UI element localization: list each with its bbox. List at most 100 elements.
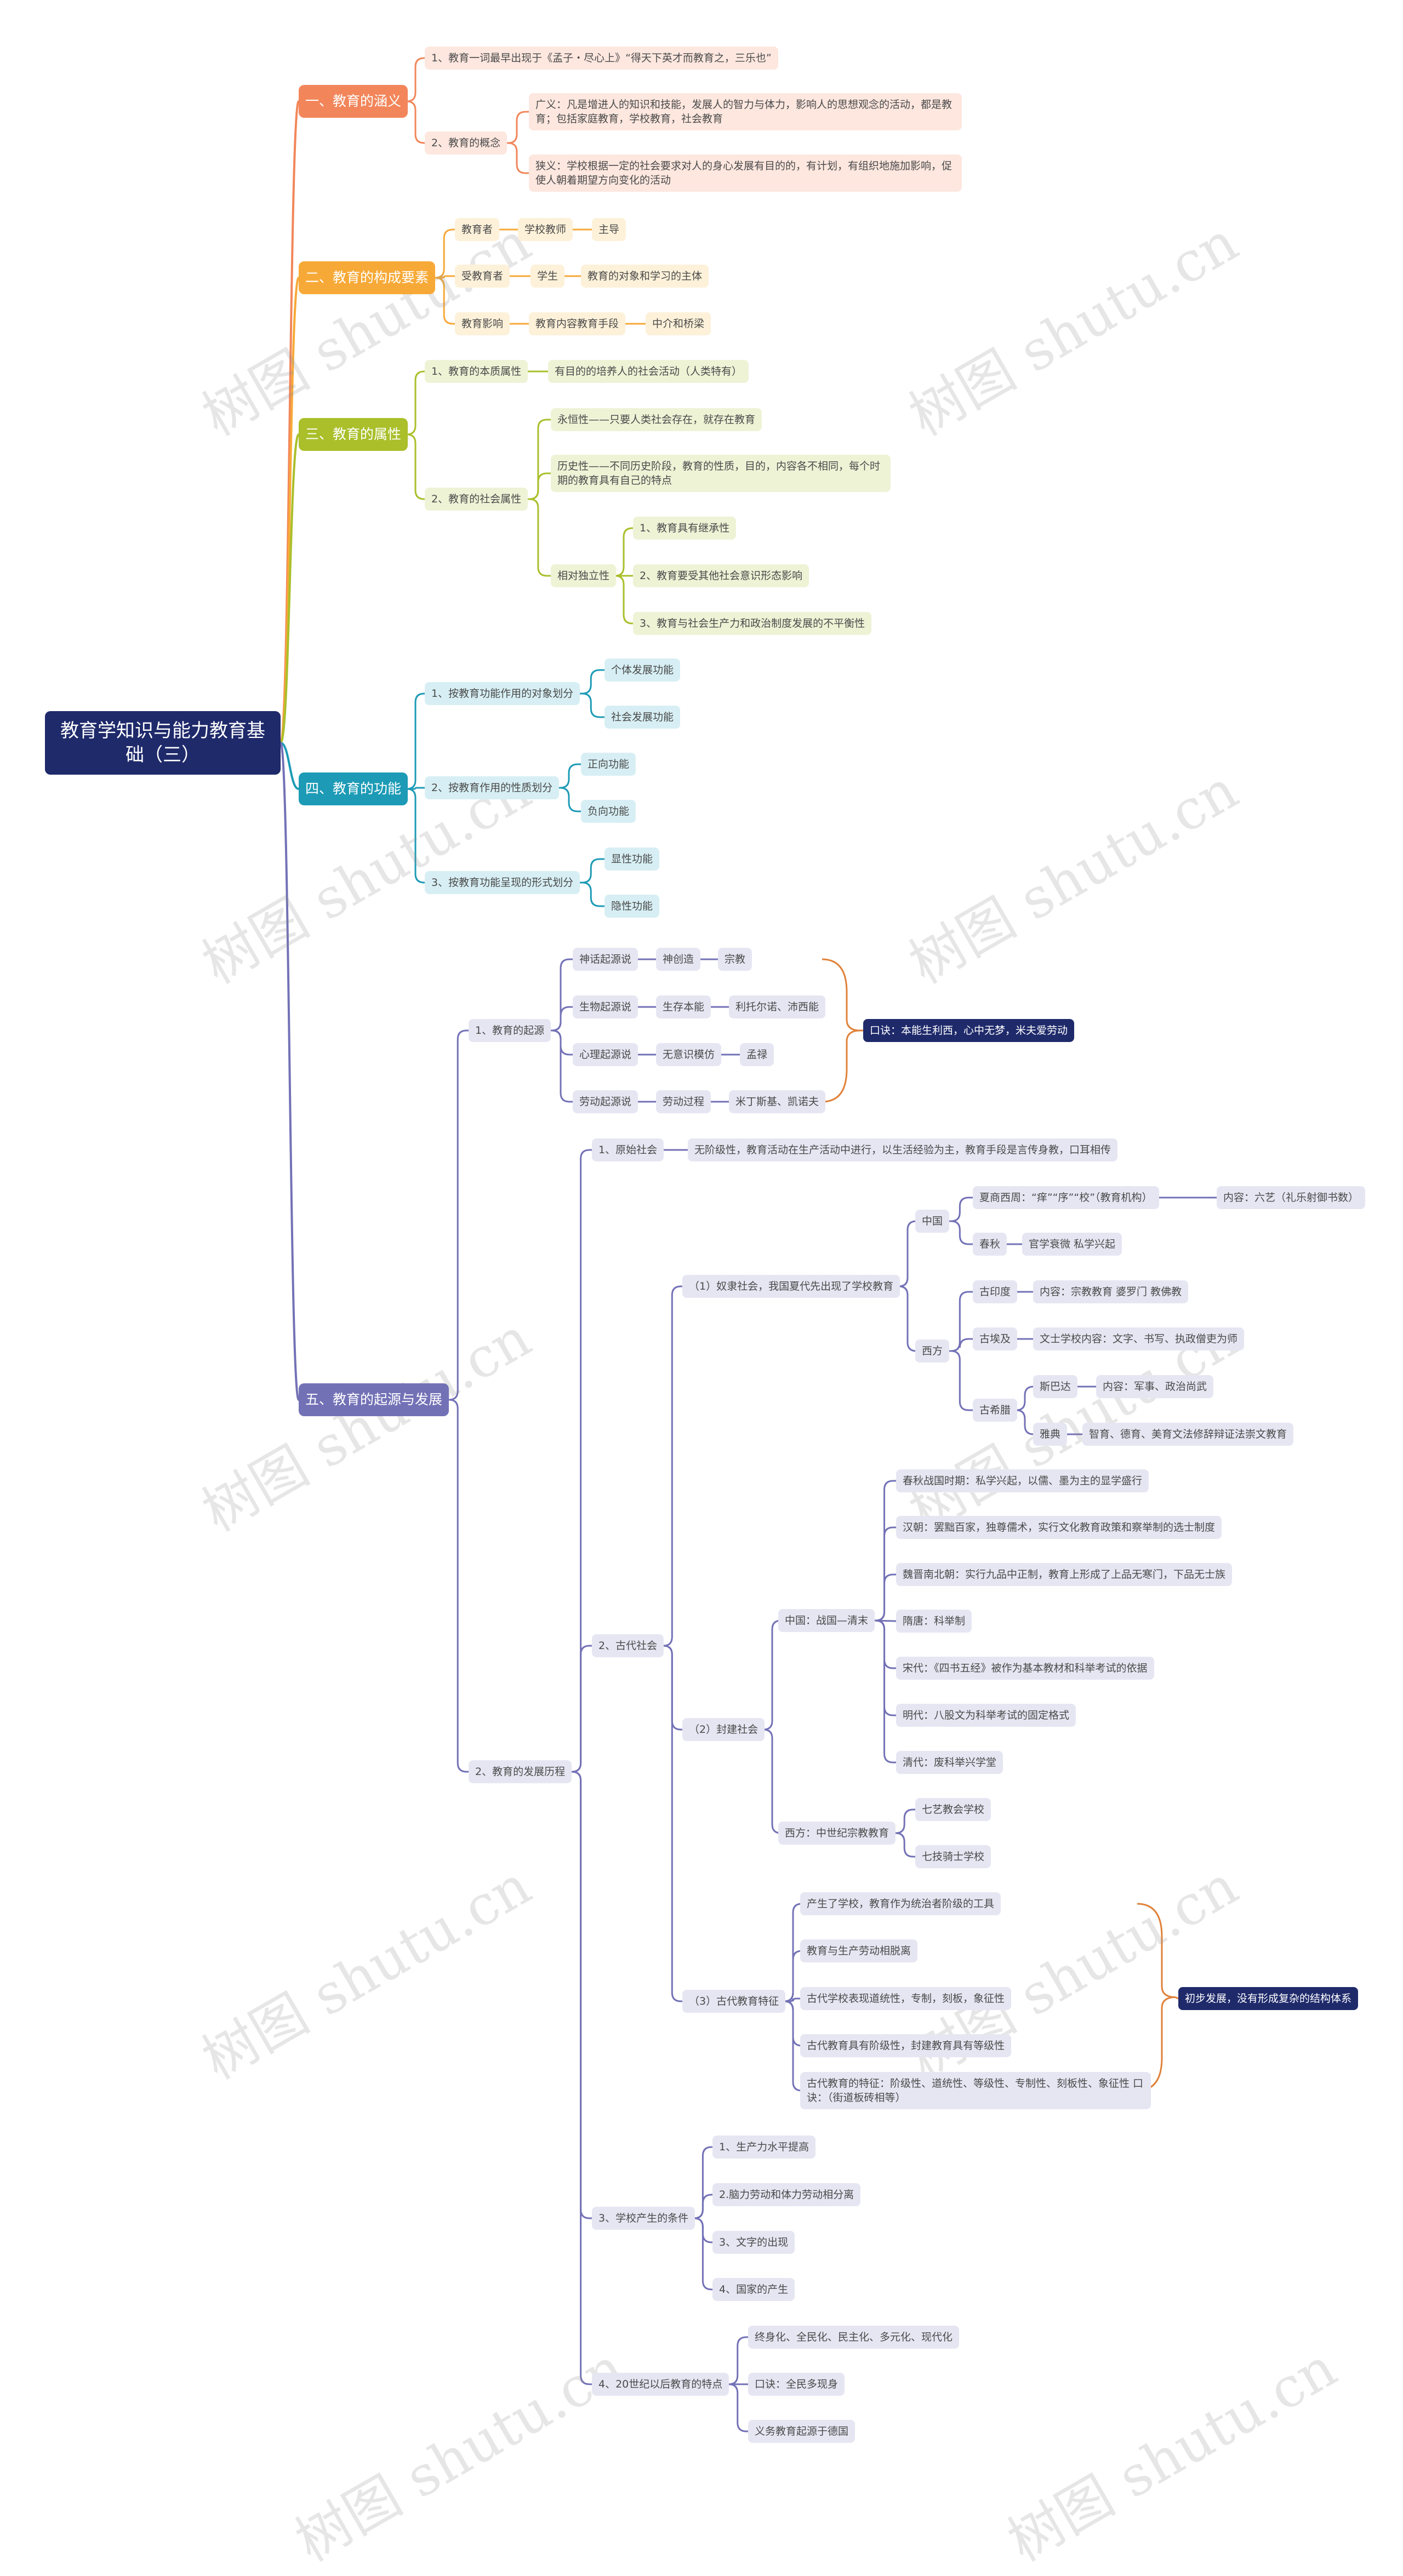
topic-feature-orthodoxy[interactable]: 古代学校表现道统性，专制，刻板，象征性 (800, 1987, 1012, 2010)
topic-productivity[interactable]: 1、生产力水平提高 (712, 2136, 816, 2159)
topic-six-arts[interactable]: 内容：六艺（礼乐射御书数） (1217, 1186, 1366, 1209)
topic-by-object[interactable]: 1、按教育功能作用的对象划分 (425, 682, 580, 705)
topic-xia-shang-zhou[interactable]: 夏商西周：“痒”“序”“校”（教育机构） (973, 1186, 1159, 1209)
topic-origin-of-word[interactable]: 1、教育一词最早出现于《孟子・尽心上》“得天下英才而教育之，三乐也” (425, 47, 778, 70)
topic-school-teacher[interactable]: 学校教师 (518, 218, 573, 241)
topic-concept[interactable]: 2、教育的概念 (425, 131, 507, 154)
topic-content-means[interactable]: 教育内容教育手段 (529, 312, 626, 335)
branch-attributes[interactable]: 三、教育的属性 (299, 418, 408, 451)
topic-letourneau-nunn[interactable]: 利托尔诺、沛西能 (729, 995, 826, 1018)
topic-survival-instinct[interactable]: 生存本能 (656, 995, 711, 1018)
topic-broad-sense[interactable]: 广义：凡是增进人的知识和技能，发展人的智力与体力，影响人的思想观念的活动，都是教… (529, 93, 962, 130)
topic-athens-content[interactable]: 智育、德育、美育文法修辞辩证法崇文教育 (1082, 1423, 1294, 1446)
topic-sui-tang[interactable]: 隋唐：科举制 (896, 1610, 972, 1633)
topic-by-form[interactable]: 3、按教育功能呈现的形式划分 (425, 871, 580, 894)
topic-social-development[interactable]: 社会发展功能 (604, 706, 681, 729)
topic-han-dynasty[interactable]: 汉朝：罢黜百家，独尊儒术，实行文化教育政策和察举制的选士制度 (896, 1516, 1222, 1539)
topic-primitive-society[interactable]: 1、原始社会 (592, 1138, 664, 1161)
mnemonic-origin[interactable]: 口诀：本能生利西，心中无梦，米夫爱劳动 (863, 1019, 1075, 1042)
topic-warring-states[interactable]: 春秋战国时期：私学兴起，以儒、墨为主的显学盛行 (896, 1469, 1149, 1492)
topic-development[interactable]: 2、教育的发展历程 (469, 1760, 572, 1783)
topic-ancient-features[interactable]: （3）古代教育特征 (682, 1990, 786, 2013)
connector (784, 1950, 802, 2002)
topic-social-attribute[interactable]: 2、教育的社会属性 (425, 488, 528, 511)
topic-feature-class[interactable]: 古代教育具有阶级性，封建教育具有等级性 (800, 2034, 1012, 2057)
topic-ancient-greece[interactable]: 古希腊 (973, 1399, 1018, 1422)
topic-qing-dynasty[interactable]: 清代：废科举兴学堂 (896, 1751, 1003, 1774)
branch-meaning[interactable]: 一、教育的涵义 (299, 85, 408, 118)
topic-private-schools-rise[interactable]: 官学衰微 私学兴起 (1022, 1233, 1122, 1256)
topic-imbalance[interactable]: 3、教育与社会生产力和政治制度发展的不平衡性 (633, 612, 872, 635)
topic-narrow-sense[interactable]: 狭义：学校根据一定的社会要求对人的身心发展有目的的，有计划，有组织地施加影响，促… (529, 154, 962, 192)
topic-school-conditions[interactable]: 3、学校产生的条件 (592, 2207, 695, 2230)
branch-elements[interactable]: 二、教育的构成要素 (299, 261, 436, 294)
topic-individual-development[interactable]: 个体发展功能 (604, 659, 681, 682)
topic-feature-summary[interactable]: 古代教育的特征：阶级性、道统性、等级性、专制性、刻板性、象征性 口诀：（街道板砖… (800, 2072, 1151, 2109)
topic-modern-features[interactable]: 4、20世纪以后教育的特点 (592, 2373, 729, 2396)
topic-sparta-content[interactable]: 内容：军事、政治尚武 (1096, 1375, 1214, 1398)
topic-leading-role[interactable]: 主导 (592, 218, 626, 241)
topic-mental-physical-split[interactable]: 2.脑力劳动和体力劳动相分离 (712, 2183, 861, 2206)
topic-learning-subject[interactable]: 教育的对象和学习的主体 (581, 265, 709, 288)
topic-biology-theory[interactable]: 生物起源说 (573, 995, 638, 1018)
topic-ancient-society[interactable]: 2、古代社会 (592, 1634, 664, 1657)
topic-china[interactable]: 中国 (915, 1210, 950, 1233)
branch-functions[interactable]: 四、教育的功能 (299, 772, 408, 805)
topic-historicity[interactable]: 历史性——不同历史阶段，教育的性质，目的，内容各不相同，每个时期的教育具有自己的… (551, 455, 891, 492)
topic-egypt-content[interactable]: 文士学校内容：文字、书写、执政僧吏为师 (1033, 1327, 1245, 1350)
topic-inheritance[interactable]: 1、教育具有继承性 (633, 517, 737, 540)
topic-negative-function[interactable]: 负向功能 (581, 800, 636, 823)
topic-god-creation[interactable]: 神创造 (656, 948, 701, 971)
topic-relative-independence[interactable]: 相对独立性 (551, 564, 617, 587)
topic-learner[interactable]: 受教育者 (455, 265, 510, 288)
topic-labor-process[interactable]: 劳动过程 (656, 1090, 711, 1113)
topic-origin[interactable]: 1、教育的起源 (469, 1019, 551, 1042)
topic-educator[interactable]: 教育者 (455, 218, 500, 241)
topic-compulsory-education[interactable]: 义务教育起源于德国 (748, 2420, 856, 2443)
topic-feature-labor-separation[interactable]: 教育与生产劳动相脱离 (800, 1939, 918, 1962)
topic-feudal-society[interactable]: （2）封建社会 (682, 1718, 765, 1741)
topic-implicit-function[interactable]: 隐性功能 (604, 895, 660, 918)
topic-modern-trends[interactable]: 终身化、全民化、民主化、多元化、现代化 (748, 2326, 960, 2349)
topic-primitive-features[interactable]: 无阶级性，教育活动在生产活动中进行，以生活经验为主，教育手段是言传身教，口耳相传 (688, 1138, 1118, 1161)
topic-purposeful-activity[interactable]: 有目的的培养人的社会活动（人类特有） (548, 360, 749, 383)
topic-sparta[interactable]: 斯巴达 (1033, 1375, 1078, 1398)
topic-slave-society[interactable]: （1）奴隶社会，我国夏代先出现了学校教育 (682, 1275, 900, 1298)
topic-athens[interactable]: 雅典 (1033, 1423, 1068, 1446)
topic-modern-mnemonic[interactable]: 口诀：全民多现身 (748, 2373, 845, 2396)
topic-feudal-china[interactable]: 中国：战国—清末 (778, 1609, 875, 1632)
topic-psychology-theory[interactable]: 心理起源说 (573, 1043, 638, 1066)
topic-ming-dynasty[interactable]: 明代：八股文为科举考试的固定格式 (896, 1704, 1076, 1727)
topic-eternity[interactable]: 永恒性——只要人类社会存在，就存在教育 (551, 408, 762, 431)
topic-writing[interactable]: 3、文字的出现 (712, 2231, 795, 2254)
branch-origin-development[interactable]: 五、教育的起源与发展 (299, 1383, 449, 1416)
topic-religion[interactable]: 宗教 (718, 948, 752, 971)
topic-myth-theory[interactable]: 神话起源说 (573, 948, 638, 971)
topic-student[interactable]: 学生 (531, 265, 565, 288)
topic-medieval-west[interactable]: 西方：中世纪宗教教育 (778, 1822, 896, 1845)
topic-labor-theory[interactable]: 劳动起源说 (573, 1090, 638, 1113)
topic-medinsky-kairov[interactable]: 米丁斯基、凯诺夫 (729, 1090, 826, 1113)
topic-essential-attribute[interactable]: 1、教育的本质属性 (425, 360, 528, 383)
topic-monroe[interactable]: 孟禄 (740, 1043, 774, 1066)
topic-unconscious-imitation[interactable]: 无意识模仿 (656, 1043, 722, 1066)
topic-state[interactable]: 4、国家的产生 (712, 2278, 795, 2301)
topic-by-nature[interactable]: 2、按教育作用的性质划分 (425, 776, 560, 799)
topic-positive-function[interactable]: 正向功能 (581, 753, 636, 776)
topic-ancient-india[interactable]: 古印度 (973, 1280, 1018, 1303)
topic-knight-school[interactable]: 七技骑士学校 (915, 1845, 991, 1868)
topic-spring-autumn[interactable]: 春秋 (973, 1233, 1007, 1256)
topic-feature-school-tool[interactable]: 产生了学校，教育作为统治者阶级的工具 (800, 1892, 1001, 1915)
topic-ancient-egypt[interactable]: 古埃及 (973, 1327, 1018, 1350)
topic-church-school[interactable]: 七艺教会学校 (915, 1798, 991, 1821)
topic-wei-jin[interactable]: 魏晋南北朝：实行九品中正制，教育上形成了上品无寒门，下品无士族 (896, 1563, 1233, 1586)
mnemonic-features[interactable]: 初步发展，没有形成复杂的结构体系 (1178, 1987, 1359, 2010)
topic-india-content[interactable]: 内容：宗教教育 婆罗门 教佛教 (1033, 1280, 1189, 1303)
topic-explicit-function[interactable]: 显性功能 (604, 848, 660, 871)
topic-west[interactable]: 西方 (915, 1339, 950, 1363)
topic-ideology-influence[interactable]: 2、教育要受其他社会意识形态影响 (633, 564, 809, 587)
topic-song-dynasty[interactable]: 宋代：《四书五经》被作为基本教材和科举考试的依据 (896, 1657, 1154, 1680)
root-topic[interactable]: 教育学知识与能力教育基础（三） (45, 711, 281, 775)
topic-educational-influence[interactable]: 教育影响 (455, 312, 510, 335)
topic-medium-bridge[interactable]: 中介和桥梁 (646, 312, 711, 335)
